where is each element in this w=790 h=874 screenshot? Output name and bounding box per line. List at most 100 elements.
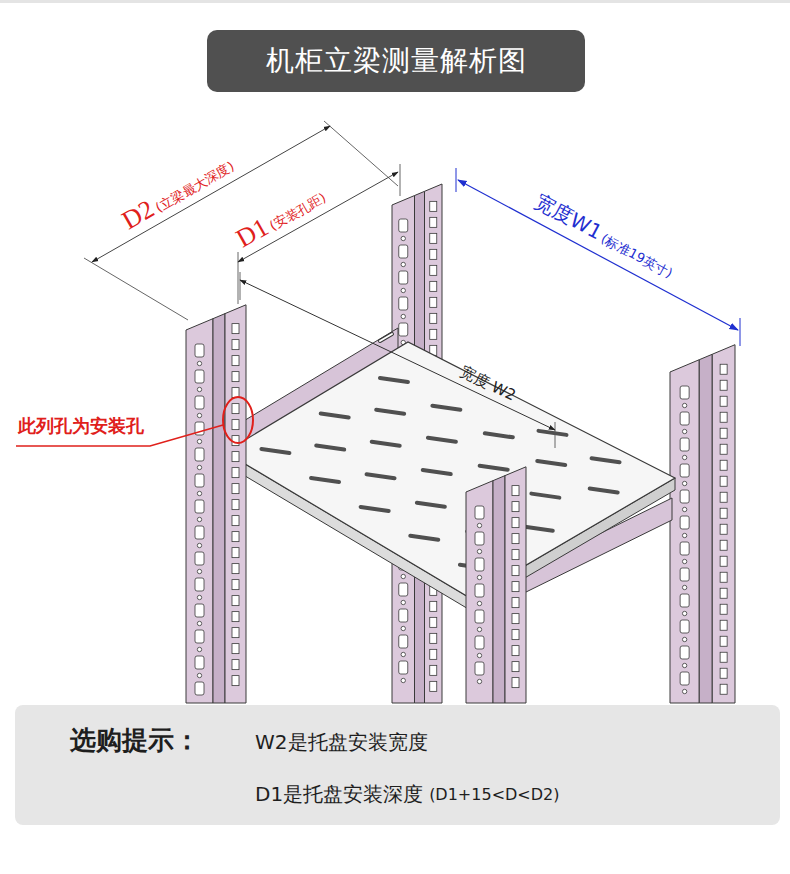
rack-post	[670, 345, 735, 703]
post-hole	[477, 627, 481, 631]
post-hole	[197, 673, 201, 677]
post-hole	[475, 532, 484, 545]
post-hole	[197, 621, 201, 625]
shelf-slot	[590, 489, 618, 493]
post-hole	[195, 526, 204, 539]
shelf-slot	[261, 449, 289, 453]
shelf-slot	[417, 503, 445, 507]
post-hole	[682, 689, 686, 693]
shelf-slot	[480, 466, 508, 470]
post-hole	[682, 585, 686, 589]
post-hole	[399, 219, 408, 232]
post-hole	[197, 361, 201, 365]
mounting-hole	[720, 524, 727, 534]
shelf-slot	[428, 438, 456, 442]
dimension-d2	[84, 121, 398, 320]
mounting-hole	[232, 676, 239, 686]
mounting-hole	[430, 665, 437, 675]
mounting-hole	[430, 313, 437, 323]
post-hole	[195, 370, 204, 383]
shelf-slot	[361, 507, 389, 511]
post-hole	[197, 517, 201, 521]
post-hole	[195, 682, 204, 695]
post-hole	[197, 439, 201, 443]
post-hole	[680, 412, 689, 425]
label-text: 此列孔为安装孔	[18, 414, 144, 438]
dimension-label: D1(安装孔距)	[231, 180, 330, 254]
mounting-hole	[430, 281, 437, 291]
extension-line	[400, 164, 401, 196]
post-hole	[475, 662, 484, 675]
dimension-w2	[240, 272, 555, 448]
mounting-hole	[512, 486, 519, 496]
mounting-hole	[720, 620, 727, 630]
mounting-hole	[720, 588, 727, 598]
shelf	[225, 342, 675, 610]
post-hole	[197, 465, 201, 469]
shelf-slot	[592, 458, 620, 462]
mounting-hole	[512, 662, 519, 672]
shelf-slot	[372, 442, 400, 446]
post-hole	[682, 403, 686, 407]
post-hole	[682, 481, 686, 485]
post-hole	[195, 604, 204, 617]
post-hole	[680, 568, 689, 581]
mounting-hole	[720, 396, 727, 406]
post-hole	[195, 552, 204, 565]
shelf-slot	[321, 414, 349, 418]
mounting-hole	[720, 556, 727, 566]
post-hole	[682, 533, 686, 537]
mounting-hole	[430, 601, 437, 611]
shelf-slot	[380, 378, 408, 382]
mounting-hole	[512, 518, 519, 528]
post-face	[712, 345, 735, 703]
dimension-label: 宽度W1(标准19英寸)	[530, 188, 679, 284]
node-text: 选购提示：	[70, 723, 200, 758]
mounting-hole	[430, 201, 437, 211]
post-hole	[477, 601, 481, 605]
mounting-hole	[232, 468, 239, 478]
mounting-hole	[512, 582, 519, 592]
post-hole	[399, 635, 408, 648]
mounting-hole	[232, 644, 239, 654]
mounting-hole	[720, 636, 727, 646]
shelf-slot	[525, 527, 553, 531]
post-hole	[680, 620, 689, 633]
post-face	[493, 476, 505, 703]
post-hole	[401, 678, 405, 682]
mounting-hole	[430, 265, 437, 275]
mounting-hole	[232, 356, 239, 366]
post-hole	[401, 626, 405, 630]
mounting-hole	[512, 678, 519, 688]
post-hole	[195, 448, 204, 461]
post-hole	[399, 245, 408, 258]
extension-line	[240, 272, 241, 300]
mounting-hole	[232, 452, 239, 462]
highlight-circle	[223, 397, 253, 443]
shelf-slot	[432, 406, 460, 410]
post-hole	[680, 594, 689, 607]
post-hole	[401, 288, 405, 292]
post-hole	[401, 314, 405, 318]
post-hole	[680, 672, 689, 685]
post-hole	[477, 575, 481, 579]
post-hole	[477, 523, 481, 527]
label-text: (立梁最大深度)	[152, 157, 237, 217]
post-hole	[195, 474, 204, 487]
post-hole	[475, 506, 484, 519]
post-hole	[399, 323, 408, 336]
rail-slot	[380, 334, 392, 341]
mounting-hole	[232, 324, 239, 334]
post-hole	[195, 396, 204, 409]
post-hole	[399, 583, 408, 596]
dimension-line	[458, 180, 738, 330]
post-hole	[682, 559, 686, 563]
mounting-hole	[720, 540, 727, 550]
mounting-hole	[430, 249, 437, 259]
post-hole	[475, 636, 484, 649]
mounting-hole	[232, 404, 239, 414]
post-face	[670, 360, 699, 703]
mounting-hole	[430, 329, 437, 339]
mounting-hole	[720, 364, 727, 374]
